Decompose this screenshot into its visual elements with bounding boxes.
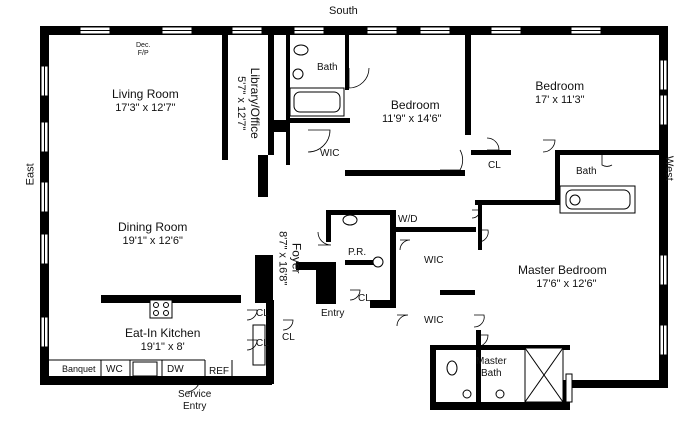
sink-icon <box>292 68 304 80</box>
room-eat-in-kitchen: Eat-In Kitchen 19'1" x 8' <box>125 326 201 353</box>
compass-east-label: East <box>24 163 37 186</box>
fixtures <box>132 44 636 403</box>
room-pr: P.R. <box>348 247 367 258</box>
room-dims: 17' x 11'3" <box>535 93 585 106</box>
stove-icon <box>149 299 173 319</box>
room-name: Master Bedroom <box>518 263 607 277</box>
room-wd: W/D <box>398 214 418 225</box>
room-master-bedroom: Master Bedroom 17'6" x 12'6" <box>518 263 607 290</box>
room-name: Library/Office <box>247 67 262 139</box>
kitchen-fixtures <box>49 359 233 376</box>
room-bedroom-1: Bedroom 11'9" x 14'6" <box>382 98 442 125</box>
room-living-room: Living Room 17'3" x 12'7" <box>112 87 179 114</box>
room-cl-4: CL <box>256 338 269 349</box>
room-wic-1: WIC <box>320 148 340 159</box>
room-name: Dining Room <box>118 220 188 234</box>
compass-south-label: South <box>329 5 358 17</box>
room-dims: 19'1" x 12'6" <box>122 234 183 247</box>
room-name: Eat-In Kitchen <box>125 326 201 340</box>
room-cl-3: CL <box>256 308 269 319</box>
room-library-office: Library/Office 5'7" x 12'7" <box>234 67 262 139</box>
room-dims: 17'3" x 12'7" <box>115 101 176 114</box>
room-name-2: Bath <box>480 367 502 379</box>
room-dims: 19'1" x 8' <box>140 340 185 353</box>
room-dims: 17'6" x 12'6" <box>536 277 597 290</box>
room-name: Master <box>476 356 507 367</box>
dw-label: DW <box>167 364 184 375</box>
windows <box>40 26 668 403</box>
room-master-bath: Master Bath <box>476 356 507 379</box>
room-wic-3: WIC <box>424 315 444 326</box>
room-bath-1: Bath <box>317 62 338 73</box>
service-entry-line2: Entry <box>183 400 207 412</box>
service-entry-line1: Service <box>178 389 212 400</box>
fireplace-label: Dec. F/P <box>136 42 150 58</box>
room-dining-room: Dining Room 19'1" x 12'6" <box>118 220 188 247</box>
banquet-label: Banquet <box>62 364 96 374</box>
compass-west-label: West <box>662 155 675 181</box>
ref-label: REF <box>209 366 229 377</box>
room-name: Bedroom <box>390 98 440 112</box>
room-name: Bedroom <box>535 79 585 93</box>
room-dims: 8'7" x 16'8" <box>276 231 289 286</box>
room-wic-2: WIC <box>424 255 444 266</box>
wc-label: WC <box>106 364 123 375</box>
fireplace-line2: F/P <box>137 50 149 58</box>
room-foyer: Foyer 8'7" x 16'8" <box>276 231 304 286</box>
interior-walls <box>101 35 659 410</box>
service-entry-label: Service Entry <box>178 389 211 412</box>
room-cl-2: CL <box>358 293 371 304</box>
room-dims: 5'7" x 12'7" <box>234 76 247 131</box>
room-name: Foyer <box>289 242 304 274</box>
room-cl-5: CL <box>282 332 295 343</box>
room-cl-1: CL <box>488 160 501 171</box>
door-swings <box>185 67 613 393</box>
room-name: Living Room <box>112 87 179 101</box>
room-entry: Entry <box>321 308 345 319</box>
room-dims: 11'9" x 14'6" <box>382 112 442 125</box>
room-bedroom-2: Bedroom 17' x 11'3" <box>535 79 585 106</box>
fireplace-line1: Dec. <box>136 42 151 49</box>
room-bath-2: Bath <box>576 166 597 177</box>
